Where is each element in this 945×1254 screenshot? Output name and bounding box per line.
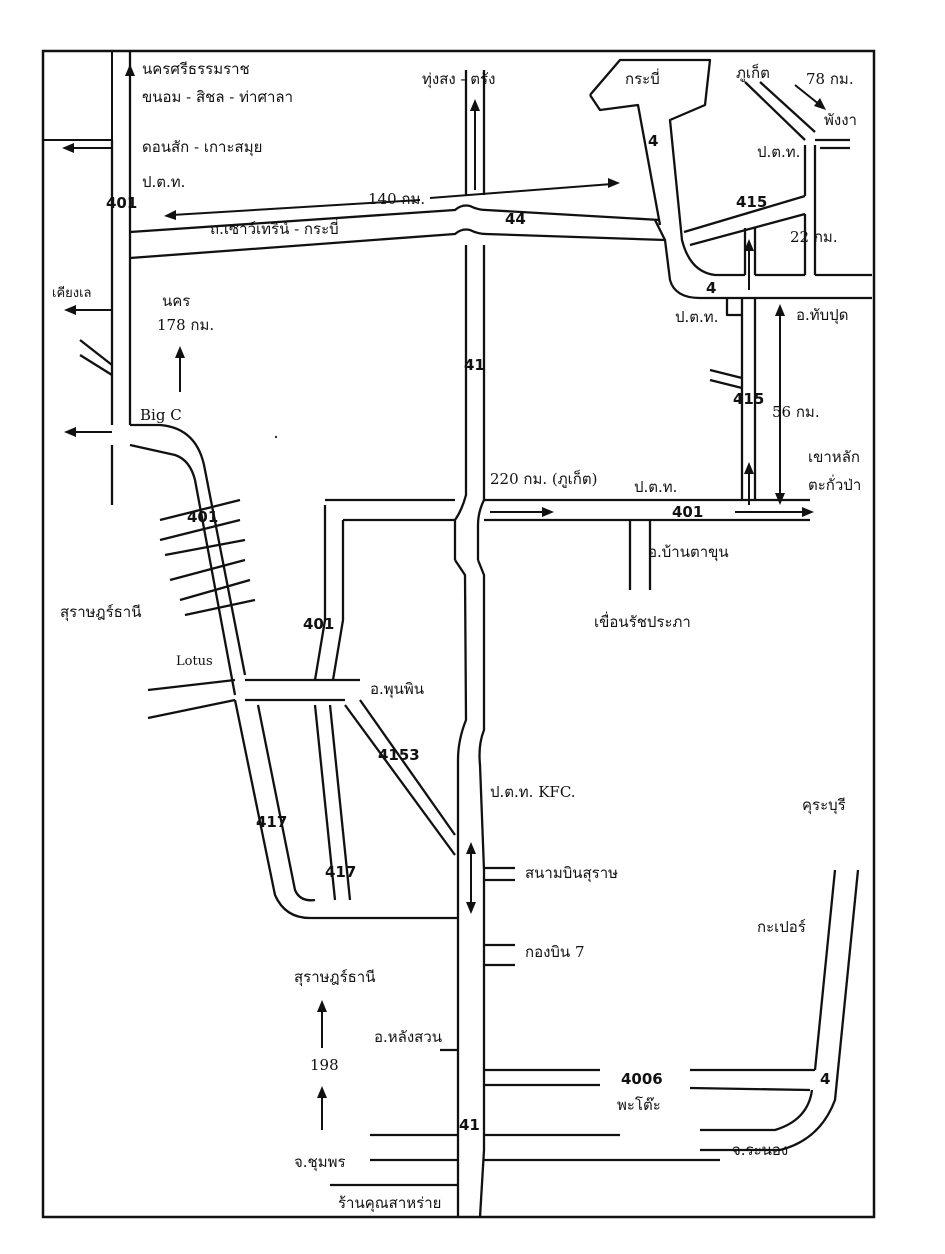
direction-arrows (62, 64, 826, 1130)
road-phunphin (147, 678, 458, 920)
road-401-north (110, 51, 247, 696)
road-44 (129, 204, 745, 300)
label-phuket: ภูเก็ต (736, 64, 770, 82)
label-22km: 22 กม. (790, 228, 838, 246)
label-lang-suan: อ.หลังสวน (374, 1028, 443, 1046)
route-417-right: 417 (325, 863, 357, 881)
route-4-krabi: 4 (648, 132, 659, 150)
arrow-north-198b (317, 1086, 327, 1130)
label-78km: 78 กม. (806, 70, 854, 88)
label-pato: พะโต๊ะ (617, 1096, 661, 1114)
route-417-left: 417 (256, 813, 288, 831)
label-ptt-kfc: ป.ต.ท. KFC. (490, 783, 576, 801)
label-wing-7: กองบิน 7 (525, 943, 585, 961)
road-415 (709, 298, 757, 500)
route-4-south: 4 (820, 1070, 831, 1088)
label-khao-lak: เขาหลัก (808, 448, 860, 466)
label-big-c: Big C (140, 406, 182, 424)
label-220km: 220 กม. (ภูเก็ต) (490, 470, 598, 488)
arrow-phuket (794, 84, 826, 110)
route-415-mid: 415 (733, 390, 765, 408)
label-chumphon: จ.ชุมพร (294, 1153, 346, 1171)
label-nakhon-si-thammarat: นครศรีธรรมราช (142, 60, 250, 78)
route-415-top: 415 (736, 193, 768, 211)
label-surat-west: สุราษฎร์ธานี (60, 603, 142, 621)
route-4153: 4153 (378, 746, 420, 764)
label-airport: สนามบินสุราษ (525, 864, 619, 882)
arrow-north-ptt (744, 462, 754, 505)
arrow-north-41 (470, 99, 480, 190)
label-140km: 140 กม. (368, 190, 426, 208)
road-401-east (313, 498, 810, 681)
label-lotus: Lotus (176, 654, 213, 669)
road-south (330, 869, 860, 1187)
road-41 (453, 70, 486, 1218)
label-khiang-le: เคียงเล (52, 286, 92, 301)
label-donsak: ดอนสัก - เกาะสมุย (142, 138, 263, 156)
label-khun-sa: ร้านคุณสาหร่าย (338, 1194, 442, 1212)
arrow-west-bigc (64, 427, 112, 437)
route-41-top: 41 (464, 356, 485, 374)
label-ptt-2: ป.ต.ท. (757, 143, 801, 161)
arrow-west-140 (164, 199, 421, 220)
arrow-north-198a (317, 1000, 327, 1048)
label-krabi: กระบี่ (625, 70, 660, 88)
arrow-east-140 (429, 178, 620, 199)
label-ban-ta-khun: อ.บ้านตาขุน (648, 543, 729, 561)
label-ptt-4: ป.ต.ท. (634, 478, 678, 496)
route-41-bottom: 41 (459, 1116, 480, 1134)
route-401-bigc: 401 (187, 508, 219, 526)
arrow-east-220 (490, 507, 554, 517)
route-4-mid: 4 (706, 279, 717, 297)
road-airport (440, 866, 515, 1052)
label-198: 198 (310, 1056, 339, 1074)
label-ranong: จ.ระนอง (732, 1141, 789, 1159)
arrow-east-401 (735, 507, 814, 517)
label-ratchaprapha: เขื่อนรัชประภา (594, 613, 691, 631)
road-spurs (79, 339, 256, 617)
label-phunphin: อ.พุนพิน (370, 680, 425, 698)
label-ptt-1: ป.ต.ท. (142, 173, 186, 191)
corner-block (43, 51, 113, 141)
label-kapoe: กะเปอร์ (757, 918, 806, 936)
road-4-krabi (589, 58, 872, 300)
map-dot (274, 435, 278, 439)
arrow-north-178 (175, 346, 185, 392)
label-56km: 56 กม. (772, 403, 820, 421)
label-phangnga: พังงา (824, 111, 857, 129)
label-thap-put: อ.ทับปุด (796, 306, 849, 324)
label-khanom: ขนอม - สิชล - ท่าศาลา (142, 88, 294, 106)
label-thungsong: ทุ่งสง - ตรัง (422, 70, 496, 88)
arrow-west-donsak (62, 143, 112, 153)
arrow-56km (775, 304, 785, 505)
route-4006: 4006 (621, 1070, 663, 1088)
label-southern-road: ถ.เซาว์เทริน์ - กระบี่ (210, 220, 339, 238)
route-401-mid: 401 (303, 615, 335, 633)
arrow-north-nakhon (125, 64, 135, 120)
arrow-north-415 (744, 239, 754, 290)
route-401-east: 401 (672, 503, 704, 521)
route-44: 44 (505, 210, 526, 228)
label-nakhon: นคร (162, 292, 191, 310)
arrow-41-south (466, 842, 476, 914)
label-surat-south: สุราษฎร์ธานี (294, 968, 376, 986)
route-401-top: 401 (106, 194, 138, 212)
label-178km: 178 กม. (157, 316, 215, 334)
label-khura-buri: คุระบุรี (802, 796, 846, 814)
label-ptt-3: ป.ต.ท. (675, 308, 719, 326)
arrow-west-khiangle (64, 305, 112, 315)
label-takua-pa: ตะกั่วป่า (808, 476, 862, 494)
